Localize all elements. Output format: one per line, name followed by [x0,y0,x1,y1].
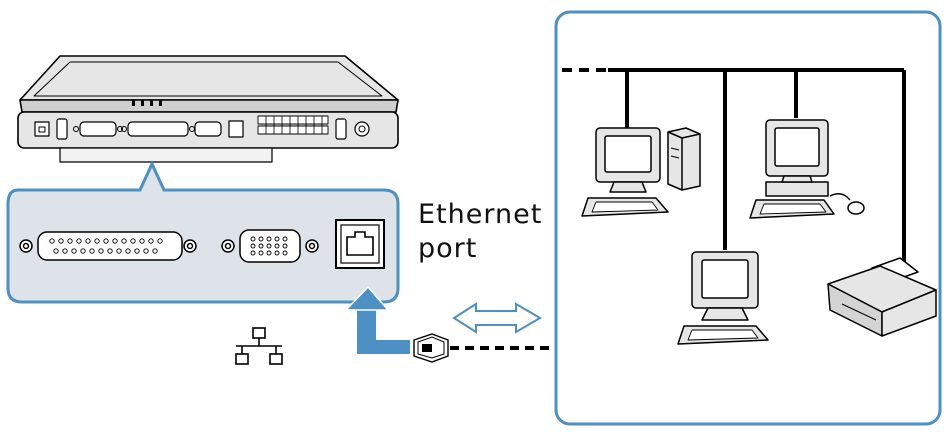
port-zoom-panel [6,160,400,304]
desktop-computer-icon [749,119,865,219]
data-transfer-arrow [452,302,542,334]
desktop-computer-icon [677,251,769,345]
desktop-computer-icon [581,127,701,217]
printer-icon [827,257,937,337]
ethernet-plug-icon [413,333,449,363]
ethernet-port-icon [335,219,385,269]
network-backbone [562,68,906,262]
connection-arrow [344,285,410,354]
ethernet-port-label: Ethernet port [418,199,543,264]
laptop-icon [17,55,399,163]
network-box [554,10,942,426]
network-symbol-icon [235,327,283,365]
